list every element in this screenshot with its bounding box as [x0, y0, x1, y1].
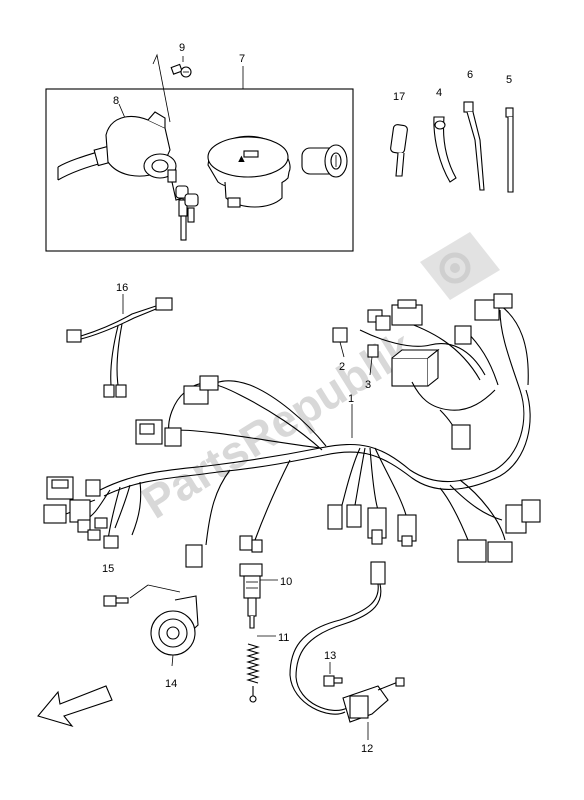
- clamp-part-4: [433, 116, 457, 183]
- arrow-front-left-icon: [37, 685, 113, 728]
- callout-6: 6: [467, 69, 473, 81]
- callout-1: 1: [348, 393, 354, 405]
- watermark-logo-icon: [420, 232, 500, 300]
- connector-part-2: [332, 327, 348, 358]
- switch-cable-part-12: [289, 561, 405, 740]
- harness-connectors-upper-left: [135, 375, 219, 447]
- callout-17: 17: [393, 91, 405, 103]
- callout-11: 11: [278, 632, 289, 644]
- cable-tie-part-6: [463, 101, 485, 191]
- spring-part-11: [246, 635, 276, 703]
- callout-10: 10: [280, 576, 292, 588]
- callout-14: 14: [165, 678, 177, 690]
- screw-part-9: [152, 53, 192, 123]
- screw-part-13: [323, 662, 343, 687]
- callout-2: 2: [339, 361, 345, 373]
- harness-connectors-bottom: [185, 504, 417, 568]
- callout-12: 12: [361, 743, 373, 755]
- cable-tie-part-5: [505, 107, 514, 193]
- relay-box: [391, 348, 440, 387]
- harness-connectors-right: [367, 293, 541, 563]
- seat-lock-cylinder: [301, 144, 348, 178]
- callout-8: 8: [113, 95, 119, 107]
- fuel-cap: ▲: [207, 135, 291, 208]
- bolt-part-15: [103, 584, 181, 607]
- callout-5: 5: [506, 74, 512, 86]
- callout-15: 15: [102, 563, 114, 575]
- sub-harness-part-16: [66, 294, 173, 398]
- callout-16: 16: [116, 282, 128, 294]
- watermark: PartsRepublik: [133, 232, 500, 528]
- callout-4: 4: [436, 87, 442, 99]
- watermark-text: PartsRepublik: [133, 320, 423, 528]
- svg-text:▲: ▲: [236, 153, 247, 165]
- brake-switch-part-10: [239, 563, 278, 629]
- key-blank-part-17: [390, 124, 408, 177]
- callout-13: 13: [324, 650, 336, 662]
- callout-7: 7: [239, 53, 245, 65]
- horn-part-14: [150, 595, 199, 667]
- connector-part-3: [367, 344, 379, 376]
- ignition-switch-part-8: [57, 103, 199, 241]
- callout-9: 9: [179, 42, 185, 54]
- main-harness-part-1: [59, 304, 531, 546]
- callout-3: 3: [365, 379, 371, 391]
- kit-frame: [45, 88, 354, 252]
- harness-connectors-left: [43, 476, 119, 549]
